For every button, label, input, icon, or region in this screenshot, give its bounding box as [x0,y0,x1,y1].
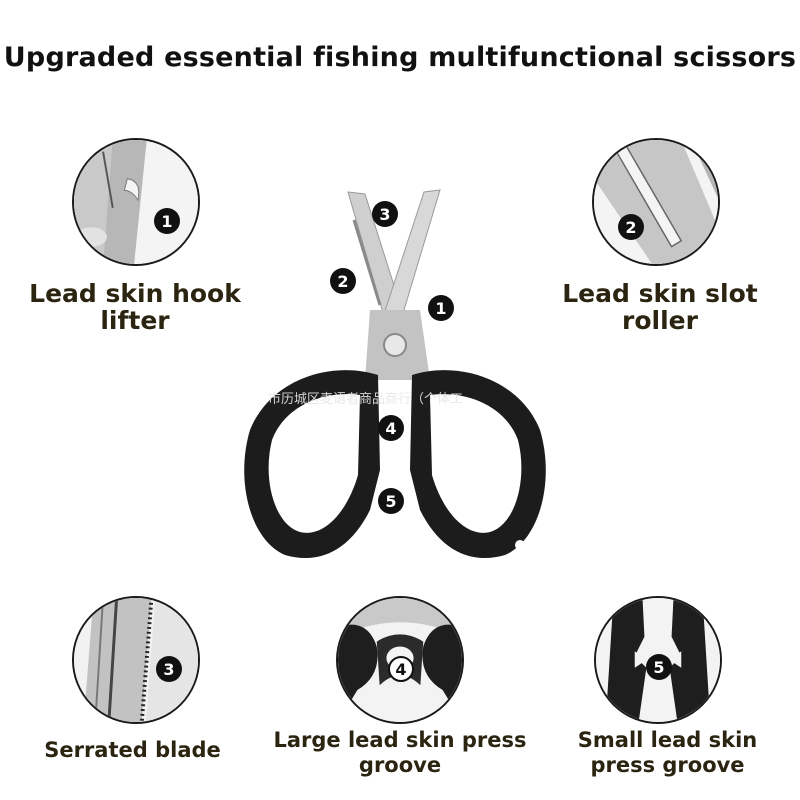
scissor-marker-5: 5 [378,488,404,514]
scissor-marker-2: 2 [330,268,356,294]
detail-circle-hook-lifter: 1 [72,138,200,266]
detail-circle-serrated-blade: 3 [72,596,200,724]
label-line: Serrated blade [44,738,221,762]
callout-number-badge: 5 [646,654,672,680]
detail-circle-small-groove: 5 [594,596,722,724]
label-line: groove [358,753,442,778]
callout-label-large-groove: Large lead skin press groove [250,728,550,778]
scissor-marker-4: 4 [378,415,404,441]
label-line: Lead skin slot [562,279,758,308]
callout-number-badge: 4 [388,656,414,682]
callout-label-hook-lifter: Lead skin hook lifter [10,280,260,334]
blade-closeup-slot [594,140,718,264]
label-line: Small lead skin [577,728,758,752]
detail-circle-slot-roller: 2 [592,138,720,266]
scissors-illustration: 3 2 1 4 5 [230,180,560,570]
page-title: Upgraded essential fishing multifunction… [3,42,797,73]
label-line: lifter [100,306,170,335]
scissors-drawing [244,189,546,558]
label-line: press groove [590,753,745,778]
callout-label-small-groove: Small lead skin press groove [555,728,780,778]
handle-closeup-small-groove [596,598,720,722]
callout-label-serrated-blade: Serrated blade [20,738,245,763]
scissor-marker-1: 1 [428,295,454,321]
callout-number-badge: 2 [618,214,644,240]
watermark-text: 市历城区麦语者商品商行（个体工 [268,392,464,407]
scissor-marker-3: 3 [372,201,398,227]
detail-circle-large-groove: 4 [336,596,464,724]
callout-number-badge: 1 [154,208,180,234]
label-line: Lead skin hook [29,279,241,308]
label-line: roller [622,306,698,335]
blade-closeup-serrated [74,598,198,722]
callout-label-slot-roller: Lead skin slot roller [540,280,780,334]
label-line: Large lead skin press [273,728,527,752]
blade-closeup-hook [74,140,198,264]
callout-number-badge: 3 [156,656,182,682]
